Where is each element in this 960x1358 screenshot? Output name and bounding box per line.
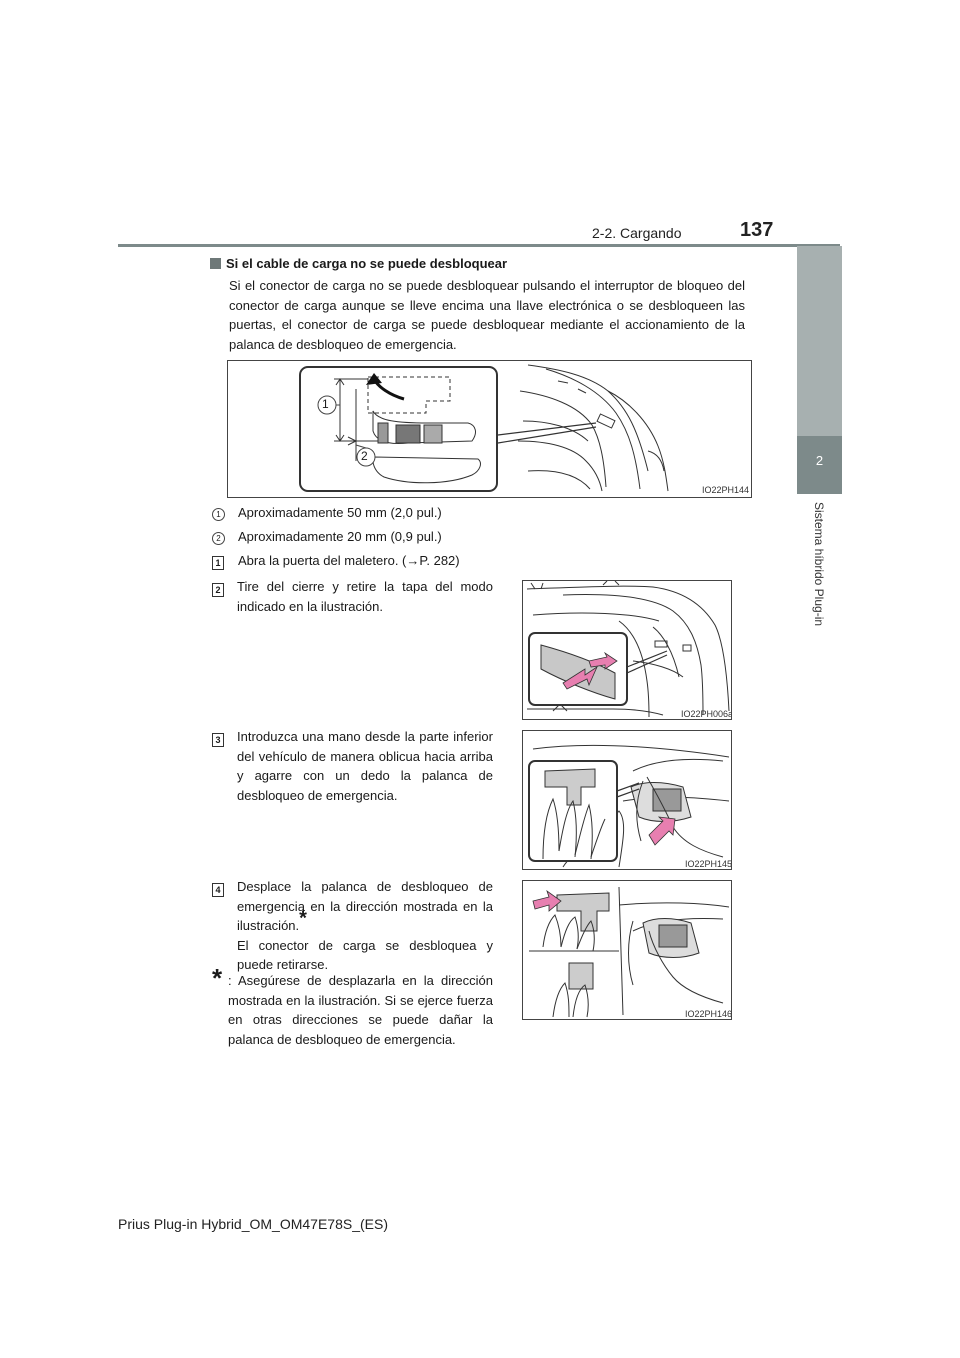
footer-document-id: Prius Plug-in Hybrid_OM_OM47E78S_(ES) (118, 1216, 388, 1232)
figure-main-callout-2: 2 (361, 449, 368, 463)
asterisk-mark: * (299, 907, 307, 930)
figure-step-2-illustration (526, 581, 730, 718)
side-tab-number-box (797, 436, 842, 494)
note-text: : Asegúrese de desplazarla en la direcci… (228, 973, 493, 1047)
step-number-box: 3 (212, 733, 224, 747)
step-3-marker: 3 (212, 730, 224, 748)
page-number: 137 (740, 219, 774, 241)
figure-main-illustration (299, 364, 669, 492)
step-1-marker: 1 (212, 553, 224, 571)
callout-marker: 2 (212, 532, 225, 545)
callout-item-1-text: Aproximadamente 50 mm (2,0 pul.) (238, 505, 442, 520)
callout-item-1: 1 (212, 505, 225, 523)
section-heading: Si el cable de carga no se puede desbloq… (210, 256, 507, 271)
figure-step-3-code: IO22PH145 (685, 859, 732, 869)
header-rule (118, 244, 840, 247)
section-heading-text: Si el cable de carga no se puede desbloq… (226, 256, 508, 271)
figure-step-4: IO22PH146 (522, 880, 732, 1020)
intro-paragraph: Si el conector de carga no se puede desb… (229, 278, 745, 352)
figure-step-3-illustration (528, 744, 730, 868)
figure-step-4-code: IO22PH146 (685, 1009, 732, 1019)
step-4-text-main: Desplace la palanca de desbloqueo de eme… (237, 879, 493, 933)
square-bullet-icon (210, 258, 221, 269)
step-1-text: Abra la puerta del maletero. (→P. 282) (238, 553, 460, 568)
callout-marker: 1 (212, 508, 225, 521)
side-tab-title: Sistema híbrido Plug-in (812, 501, 826, 627)
figure-main-callout-1: 1 (322, 397, 329, 411)
figure-main: 1 2 IO22PH144 (227, 360, 752, 498)
figure-main-code: IO22PH144 (702, 485, 750, 495)
step-4-text: Desplace la palanca de desbloqueo de eme… (237, 877, 493, 975)
figure-step-4-illustration (529, 886, 730, 1018)
figure-step-3: IO22PH145 (522, 730, 732, 870)
figure-step-2: IO22PH006a (522, 580, 732, 720)
step-number-box: 4 (212, 883, 224, 897)
note-asterisk: * (212, 963, 223, 993)
side-tab-bar (797, 246, 842, 436)
step-number-box: 1 (212, 556, 224, 570)
side-tab-number: 2 (815, 453, 824, 468)
section-title: 2-2. Cargando (592, 225, 682, 241)
step-2-marker: 2 (212, 580, 224, 598)
step-number-box: 2 (212, 583, 224, 597)
step-3-text: Introduzca una mano desde la parte infer… (237, 729, 493, 803)
callout-item-2: 2 (212, 529, 225, 547)
figure-step-2-code: IO22PH006a (681, 709, 732, 719)
step-2-text: Tire del cierre y retire la tapa del mod… (237, 579, 493, 614)
callout-item-2-text: Aproximadamente 20 mm (0,9 pul.) (238, 529, 442, 544)
step-4-text-result: El conector de carga se desbloquea y pue… (237, 937, 493, 973)
step-4-marker: 4 (212, 880, 224, 898)
